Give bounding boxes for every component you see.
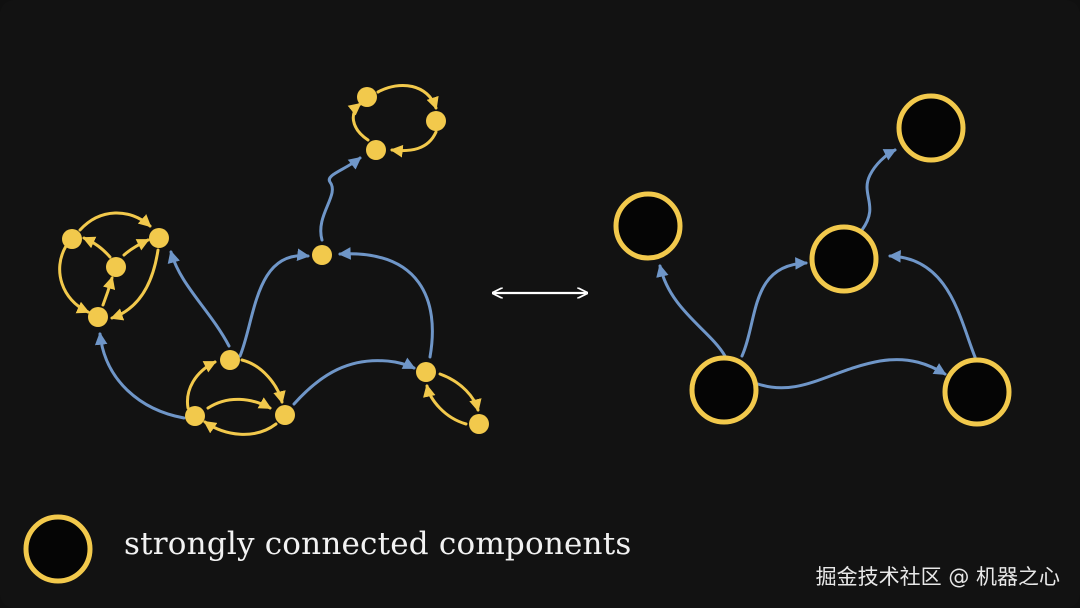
node — [149, 228, 169, 248]
edge-lc-a-b — [78, 211, 152, 232]
node — [275, 405, 295, 425]
edge-lc-c-b — [122, 238, 150, 257]
edge-tc-b-c — [390, 130, 438, 158]
edge-center-to-top-cluster — [319, 156, 362, 242]
legend-label: strongly connected components — [124, 526, 632, 562]
edge-mc-bl-top — [185, 360, 217, 410]
edge-mid-to-center-node — [238, 248, 310, 358]
node — [416, 362, 436, 382]
edge-mc-bl-right — [206, 397, 272, 410]
node — [366, 140, 386, 160]
node — [357, 87, 377, 107]
node — [469, 414, 489, 434]
component-node-bottom-left — [689, 355, 759, 425]
edge-bottom-left-to-center — [740, 257, 808, 358]
node — [185, 406, 205, 426]
node — [220, 350, 240, 370]
edge-mid-to-upper-left — [94, 332, 186, 420]
component-node-top — [896, 93, 966, 163]
edge-rc-top-bottom — [438, 372, 482, 412]
edge-rc-bottom-top — [423, 384, 468, 426]
edge-right-to-center — [888, 250, 977, 359]
node — [88, 307, 108, 327]
component-node-center — [809, 224, 879, 294]
edge-mid-to-left-cluster — [167, 250, 231, 348]
edge-mc-right-bl — [203, 420, 278, 436]
edge-lc-a-d — [58, 244, 90, 314]
left-inter-component-edges — [94, 156, 434, 420]
watermark: 掘金技术社区 @ 机器之心 — [815, 565, 1060, 589]
component-node-right — [942, 357, 1012, 427]
edge-tc-a-b — [376, 83, 439, 110]
left-intra-component-edges — [58, 83, 482, 436]
component-node-left — [613, 191, 683, 261]
right-condensed-edges — [656, 148, 977, 390]
left-graph-nodes — [62, 87, 489, 434]
edge-lc-d-c — [101, 276, 116, 307]
edge-bottom-left-to-left — [656, 264, 727, 358]
edge-center-to-top — [860, 148, 897, 232]
edge-tc-c-a — [347, 102, 370, 142]
node — [62, 229, 82, 249]
edge-mc-top-right — [240, 358, 286, 404]
edge-lc-b-d — [110, 248, 160, 321]
edge-right-to-center-node — [338, 247, 434, 359]
edge-mid-to-right-cluster — [292, 357, 416, 406]
node — [106, 257, 126, 277]
right-component-nodes — [613, 93, 1012, 427]
edge-bottom-left-to-right — [756, 358, 947, 390]
component-ring-icon — [23, 514, 93, 584]
edge-lc-c-a — [82, 236, 112, 259]
node — [312, 245, 332, 265]
node — [426, 111, 446, 131]
